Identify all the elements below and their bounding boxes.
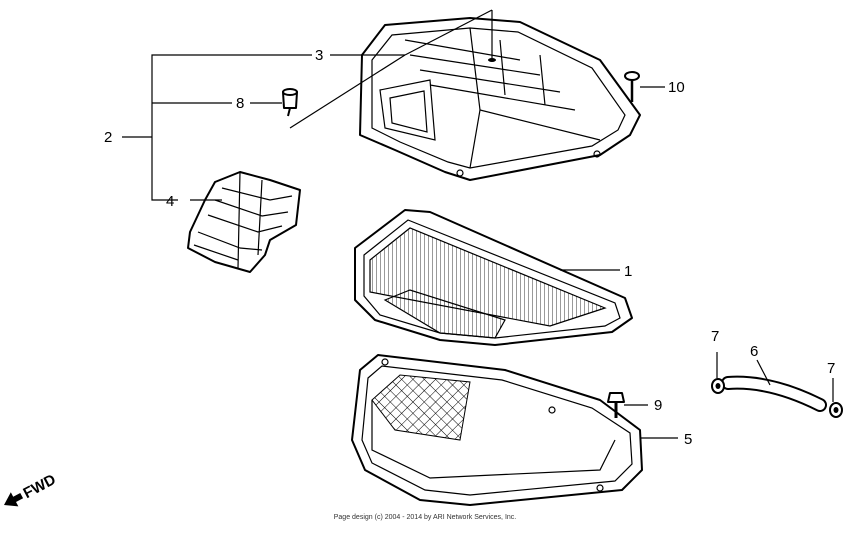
callout-10: 10 [668, 79, 685, 96]
forward-arrow-icon [4, 492, 24, 507]
copyright-line: Page design (c) 2004 - 2014 by ARI Netwo… [333, 514, 517, 521]
copyright-footer: Page design (c) 2004 - 2014 by ARI Netwo… [0, 514, 850, 521]
callout-7-right: 7 [827, 360, 835, 377]
callouts: 1 2 3 4 5 6 7 7 8 9 10 [104, 47, 835, 448]
callout-7-left: 7 [711, 328, 719, 345]
hose-clip-part-7-right [829, 402, 843, 418]
callout-3: 3 [315, 47, 323, 64]
drain-hose-part-6 [721, 375, 827, 412]
callout-5: 5 [684, 431, 692, 448]
callout-4: 4 [166, 193, 174, 210]
callout-1: 1 [624, 263, 632, 280]
air-cleaner-case-part-5 [351, 354, 643, 506]
air-filter-element-part-1 [354, 209, 633, 346]
bolt-part-9 [607, 392, 625, 418]
callout-6: 6 [750, 343, 758, 360]
leader-lines [122, 9, 834, 439]
hose-clip-part-7-left [711, 378, 725, 394]
fwd-label: FWD [21, 471, 59, 502]
callout-9: 9 [654, 397, 662, 414]
plug-part-8 [282, 88, 298, 117]
callout-2: 2 [104, 129, 112, 146]
intake-tube-part-4 [187, 171, 301, 273]
forward-direction-indicator: FWD [4, 471, 59, 507]
screw-part-10 [624, 71, 640, 102]
callout-8: 8 [236, 95, 244, 112]
air-cleaner-cover [359, 17, 641, 181]
